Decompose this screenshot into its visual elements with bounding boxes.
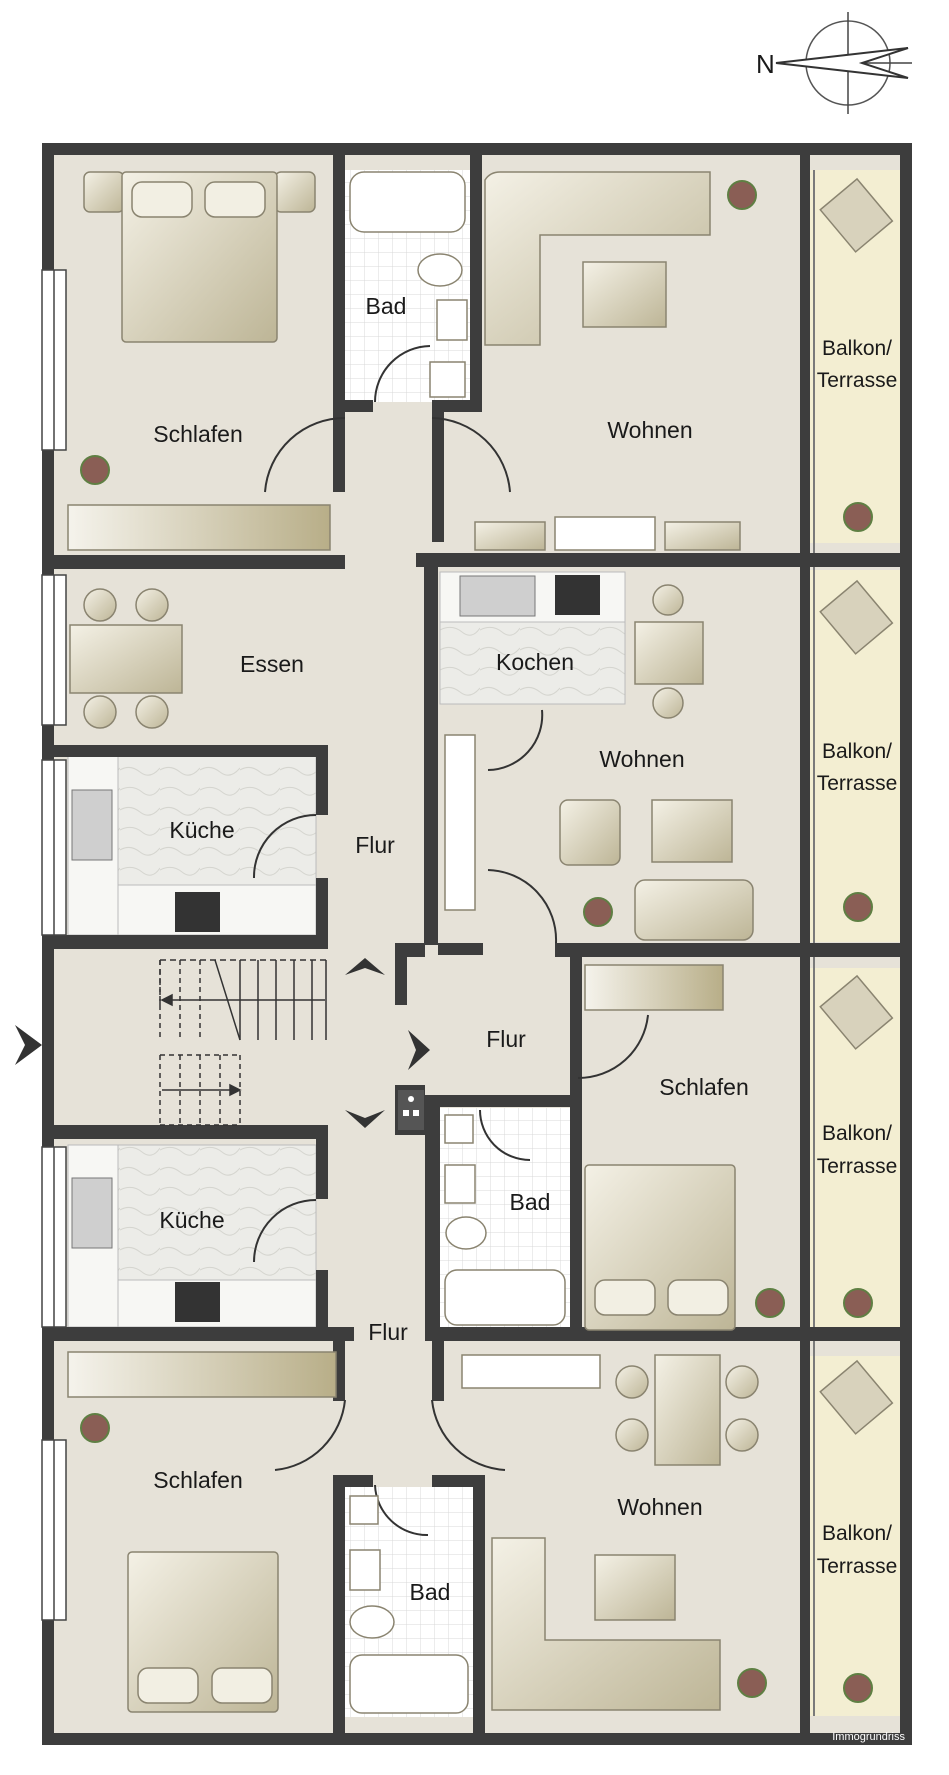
label-kochen: Kochen — [496, 649, 574, 675]
sink-icons — [71, 575, 536, 1249]
label-schlafen-top: Schlafen — [153, 421, 243, 447]
staircase — [159, 959, 330, 1126]
label-balkon-3a: Balkon/ — [822, 1122, 892, 1145]
entrance-right-icon — [408, 1030, 430, 1070]
stair-arrow-left-icon — [160, 993, 173, 1007]
label-balkon-1a: Balkon/ — [822, 337, 892, 360]
entrance-left-icon — [15, 1025, 42, 1065]
kueche-bottom-counter — [117, 1144, 317, 1281]
furniture — [67, 171, 894, 1714]
label-wohnen-bottom: Wohnen — [617, 1494, 702, 1520]
label-wohnen-top: Wohnen — [607, 417, 692, 443]
compass: N — [756, 12, 912, 114]
label-bad-bottom: Bad — [410, 1579, 451, 1605]
label-flur-mid: Flur — [355, 832, 395, 858]
door-swings — [252, 345, 649, 1537]
label-kueche-top: Küche — [169, 817, 234, 843]
label-schlafen-bottom: Schlafen — [153, 1467, 243, 1493]
label-flur-bottom: Flur — [368, 1319, 408, 1345]
label-bad-mid: Bad — [510, 1189, 551, 1215]
label-bad-top: Bad — [366, 293, 407, 319]
label-balkon-3b: Terrasse — [817, 1155, 898, 1178]
room-labels: Schlafen Bad Wohnen Balkon/ Terrasse Ess… — [153, 293, 897, 1605]
label-wohnen-mid: Wohnen — [599, 746, 684, 772]
label-essen: Essen — [240, 651, 304, 677]
credit-label: Immogrundriss — [832, 1731, 905, 1743]
label-flur-right: Flur — [486, 1026, 526, 1052]
label-balkon-4b: Terrasse — [817, 1555, 898, 1578]
label-kueche-bottom: Küche — [159, 1207, 224, 1233]
compass-needle-icon — [775, 47, 909, 79]
label-balkon-2b: Terrasse — [817, 772, 898, 795]
entrance-bottom-icon — [345, 1110, 385, 1128]
stair-arrow-right-icon — [229, 1083, 242, 1097]
label-balkon-4a: Balkon/ — [822, 1522, 892, 1545]
entrance-top-icon — [345, 958, 385, 975]
kochen-counter — [439, 621, 626, 705]
plant-icons — [80, 180, 873, 1703]
interior-walls — [54, 155, 900, 1733]
kueche-top-counter — [117, 754, 317, 886]
compass-north-label: N — [756, 49, 775, 79]
label-schlafen-right: Schlafen — [659, 1074, 749, 1100]
stove-icons — [175, 575, 600, 1322]
label-balkon-2a: Balkon/ — [822, 740, 892, 763]
windows-left — [41, 269, 67, 1621]
label-balkon-1b: Terrasse — [817, 369, 898, 392]
